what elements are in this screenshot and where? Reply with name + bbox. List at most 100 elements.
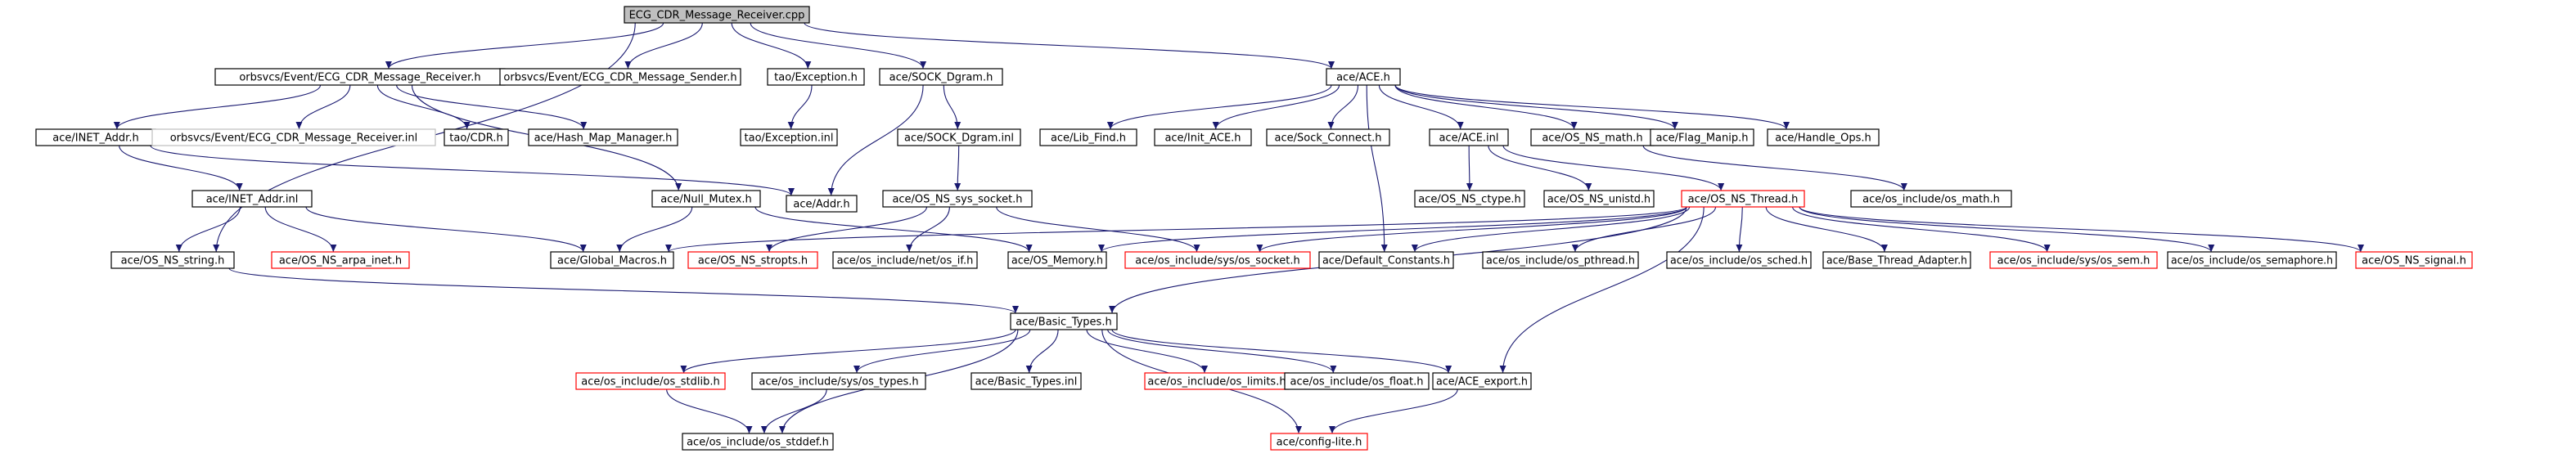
node-flagmanip[interactable]: ace/Flag_Manip.h <box>1650 128 1754 146</box>
node-label-float[interactable]: ace/os_include/os_float.h <box>1290 376 1423 388</box>
node-box-stdlib[interactable] <box>575 372 726 390</box>
node-cdr[interactable]: tao/CDR.h <box>444 128 509 146</box>
node-box-cdr[interactable] <box>444 128 509 146</box>
node-box-pthread[interactable] <box>1482 251 1639 269</box>
node-stdlib[interactable]: ace/os_include/os_stdlib.h <box>575 372 726 390</box>
node-label-aceinl[interactable]: ace/ACE.inl <box>1439 132 1498 145</box>
node-box-taoexc[interactable] <box>767 68 865 86</box>
node-inetinl[interactable]: ace/INET_Addr.inl <box>191 190 313 208</box>
node-label-globalmacros[interactable]: ace/Global_Macros.h <box>557 255 667 267</box>
node-label-configlite[interactable]: ace/config-lite.h <box>1277 437 1362 449</box>
node-label-taoexcinl[interactable]: tao/Exception.inl <box>745 132 834 145</box>
node-box-arpainet[interactable] <box>271 251 410 269</box>
node-arpainet[interactable]: ace/OS_NS_arpa_inet.h <box>271 251 410 269</box>
node-aceexport[interactable]: ace/ACE_export.h <box>1432 372 1532 390</box>
node-label-osmath[interactable]: ace/os_include/os_math.h <box>1862 194 2000 206</box>
node-box-osmath[interactable] <box>1850 190 2012 208</box>
node-inet[interactable]: ace/INET_Addr.h <box>35 128 156 146</box>
node-label-libfind[interactable]: ace/Lib_Find.h <box>1051 132 1126 145</box>
node-box-initace[interactable] <box>1154 128 1252 146</box>
node-label-inetinl[interactable]: ace/INET_Addr.inl <box>206 194 299 206</box>
node-label-ctype[interactable]: ace/OS_NS_ctype.h <box>1418 194 1521 206</box>
node-label-flagmanip[interactable]: ace/Flag_Manip.h <box>1656 132 1749 145</box>
node-sendh[interactable]: orbsvcs/Event/ECG_CDR_Message_Sender.h <box>499 68 741 86</box>
node-configlite[interactable]: ace/config-lite.h <box>1270 433 1368 451</box>
node-label-basictypes[interactable]: ace/Basic_Types.h <box>1016 317 1111 329</box>
node-label-osnsmath[interactable]: ace/OS_NS_math.h <box>1542 132 1642 145</box>
node-box-aceexport[interactable] <box>1432 372 1532 390</box>
node-box-hashmap[interactable] <box>528 128 678 146</box>
node-box-sched[interactable] <box>1666 251 1812 269</box>
node-label-sendh[interactable]: orbsvcs/Event/ECG_CDR_Message_Sender.h <box>503 72 736 84</box>
node-box-inetinl[interactable] <box>191 190 313 208</box>
node-label-basethread[interactable]: ace/Base_Thread_Adapter.h <box>1826 255 1967 267</box>
node-box-semaphore[interactable] <box>2167 251 2337 269</box>
node-aceinl[interactable]: ace/ACE.inl <box>1429 128 1509 146</box>
node-aceh[interactable]: ace/ACE.h <box>1326 68 1401 86</box>
node-box-osif[interactable] <box>832 251 978 269</box>
node-label-stddef[interactable]: ace/os_include/os_stddef.h <box>687 437 829 449</box>
node-box-flagmanip[interactable] <box>1650 128 1754 146</box>
node-box-sockdgsys[interactable] <box>882 190 1033 208</box>
node-osmath[interactable]: ace/os_include/os_math.h <box>1850 190 2012 208</box>
node-handleops[interactable]: ace/Handle_Ops.h <box>1767 128 1880 146</box>
node-sockdgsys[interactable]: ace/OS_NS_sys_socket.h <box>882 190 1033 208</box>
node-label-osmemory[interactable]: ace/OS_Memory.h <box>1011 255 1103 267</box>
node-box-sockdginl[interactable] <box>897 128 1021 146</box>
node-label-cdr[interactable]: tao/CDR.h <box>449 132 502 145</box>
node-label-recvinl[interactable]: orbsvcs/Event/ECG_CDR_Message_Receiver.i… <box>170 132 418 145</box>
node-label-syssocket[interactable]: ace/os_include/sys/os_socket.h <box>1135 255 1299 267</box>
node-libfind[interactable]: ace/Lib_Find.h <box>1039 128 1137 146</box>
node-box-sendh[interactable] <box>499 68 741 86</box>
node-box-handleops[interactable] <box>1767 128 1880 146</box>
node-ctype[interactable]: ace/OS_NS_ctype.h <box>1414 190 1525 208</box>
node-taoexcinl[interactable]: tao/Exception.inl <box>740 128 838 146</box>
node-label-stdlib[interactable]: ace/os_include/os_stdlib.h <box>581 376 719 388</box>
node-label-aceh[interactable]: ace/ACE.h <box>1336 72 1390 84</box>
node-box-osmemory[interactable] <box>1007 251 1107 269</box>
node-label-osnsstring[interactable]: ace/OS_NS_string.h <box>121 255 225 267</box>
node-semaphore[interactable]: ace/os_include/os_semaphore.h <box>2167 251 2337 269</box>
node-recvh[interactable]: orbsvcs/Event/ECG_CDR_Message_Receiver.h <box>214 68 506 86</box>
node-box-stddef[interactable] <box>682 433 834 451</box>
node-box-root[interactable] <box>624 6 810 24</box>
node-pthread[interactable]: ace/os_include/os_pthread.h <box>1482 251 1639 269</box>
node-box-thread[interactable] <box>1681 190 1805 208</box>
node-box-aceinl[interactable] <box>1429 128 1509 146</box>
node-label-signal[interactable]: ace/OS_NS_signal.h <box>2362 255 2466 267</box>
node-defconst[interactable]: ace/Default_Constants.h <box>1318 251 1454 269</box>
node-box-addr[interactable] <box>786 195 858 213</box>
node-box-basictypes[interactable] <box>1010 312 1118 330</box>
node-label-hashmap[interactable]: ace/Hash_Map_Manager.h <box>534 132 673 145</box>
node-box-globalmacros[interactable] <box>550 251 674 269</box>
node-label-systypes[interactable]: ace/os_include/sys/os_types.h <box>759 376 918 388</box>
node-label-sockconn[interactable]: ace/Sock_Connect.h <box>1275 132 1382 145</box>
node-label-arpainet[interactable]: ace/OS_NS_arpa_inet.h <box>279 255 402 267</box>
node-syssem[interactable]: ace/os_include/sys/os_sem.h <box>1989 251 2158 269</box>
node-box-ctype[interactable] <box>1414 190 1525 208</box>
node-globalmacros[interactable]: ace/Global_Macros.h <box>550 251 674 269</box>
node-label-basictypesinl[interactable]: ace/Basic_Types.inl <box>975 376 1078 388</box>
node-label-limits[interactable]: ace/os_include/os_limits.h <box>1147 376 1286 388</box>
node-box-signal[interactable] <box>2355 251 2473 269</box>
node-label-nullmutex[interactable]: ace/Null_Mutex.h <box>660 194 752 206</box>
node-osnsmath[interactable]: ace/OS_NS_math.h <box>1530 128 1655 146</box>
node-sockdginl[interactable]: ace/SOCK_Dgram.inl <box>897 128 1021 146</box>
node-label-taoexc[interactable]: tao/Exception.h <box>774 72 858 84</box>
node-syssocket[interactable]: ace/os_include/sys/os_socket.h <box>1124 251 1311 269</box>
node-box-taoexcinl[interactable] <box>740 128 838 146</box>
node-sched[interactable]: ace/os_include/os_sched.h <box>1666 251 1812 269</box>
node-box-defconst[interactable] <box>1318 251 1454 269</box>
node-label-inet[interactable]: ace/INET_Addr.h <box>52 132 138 145</box>
node-taoexc[interactable]: tao/Exception.h <box>767 68 865 86</box>
node-label-sockdginl[interactable]: ace/SOCK_Dgram.inl <box>904 132 1014 145</box>
node-float[interactable]: ace/os_include/os_float.h <box>1284 372 1430 390</box>
node-osif[interactable]: ace/os_include/net/os_if.h <box>832 251 978 269</box>
node-label-pthread[interactable]: ace/os_include/os_pthread.h <box>1486 255 1635 267</box>
node-box-libfind[interactable] <box>1039 128 1137 146</box>
node-label-semaphore[interactable]: ace/os_include/os_semaphore.h <box>2171 255 2333 267</box>
node-label-sched[interactable]: ace/os_include/os_sched.h <box>1670 255 1808 267</box>
node-label-thread[interactable]: ace/OS_NS_Thread.h <box>1688 194 1799 206</box>
node-label-recvh[interactable]: orbsvcs/Event/ECG_CDR_Message_Receiver.h <box>239 72 480 84</box>
node-label-root[interactable]: ECG_CDR_Message_Receiver.cpp <box>629 10 805 22</box>
